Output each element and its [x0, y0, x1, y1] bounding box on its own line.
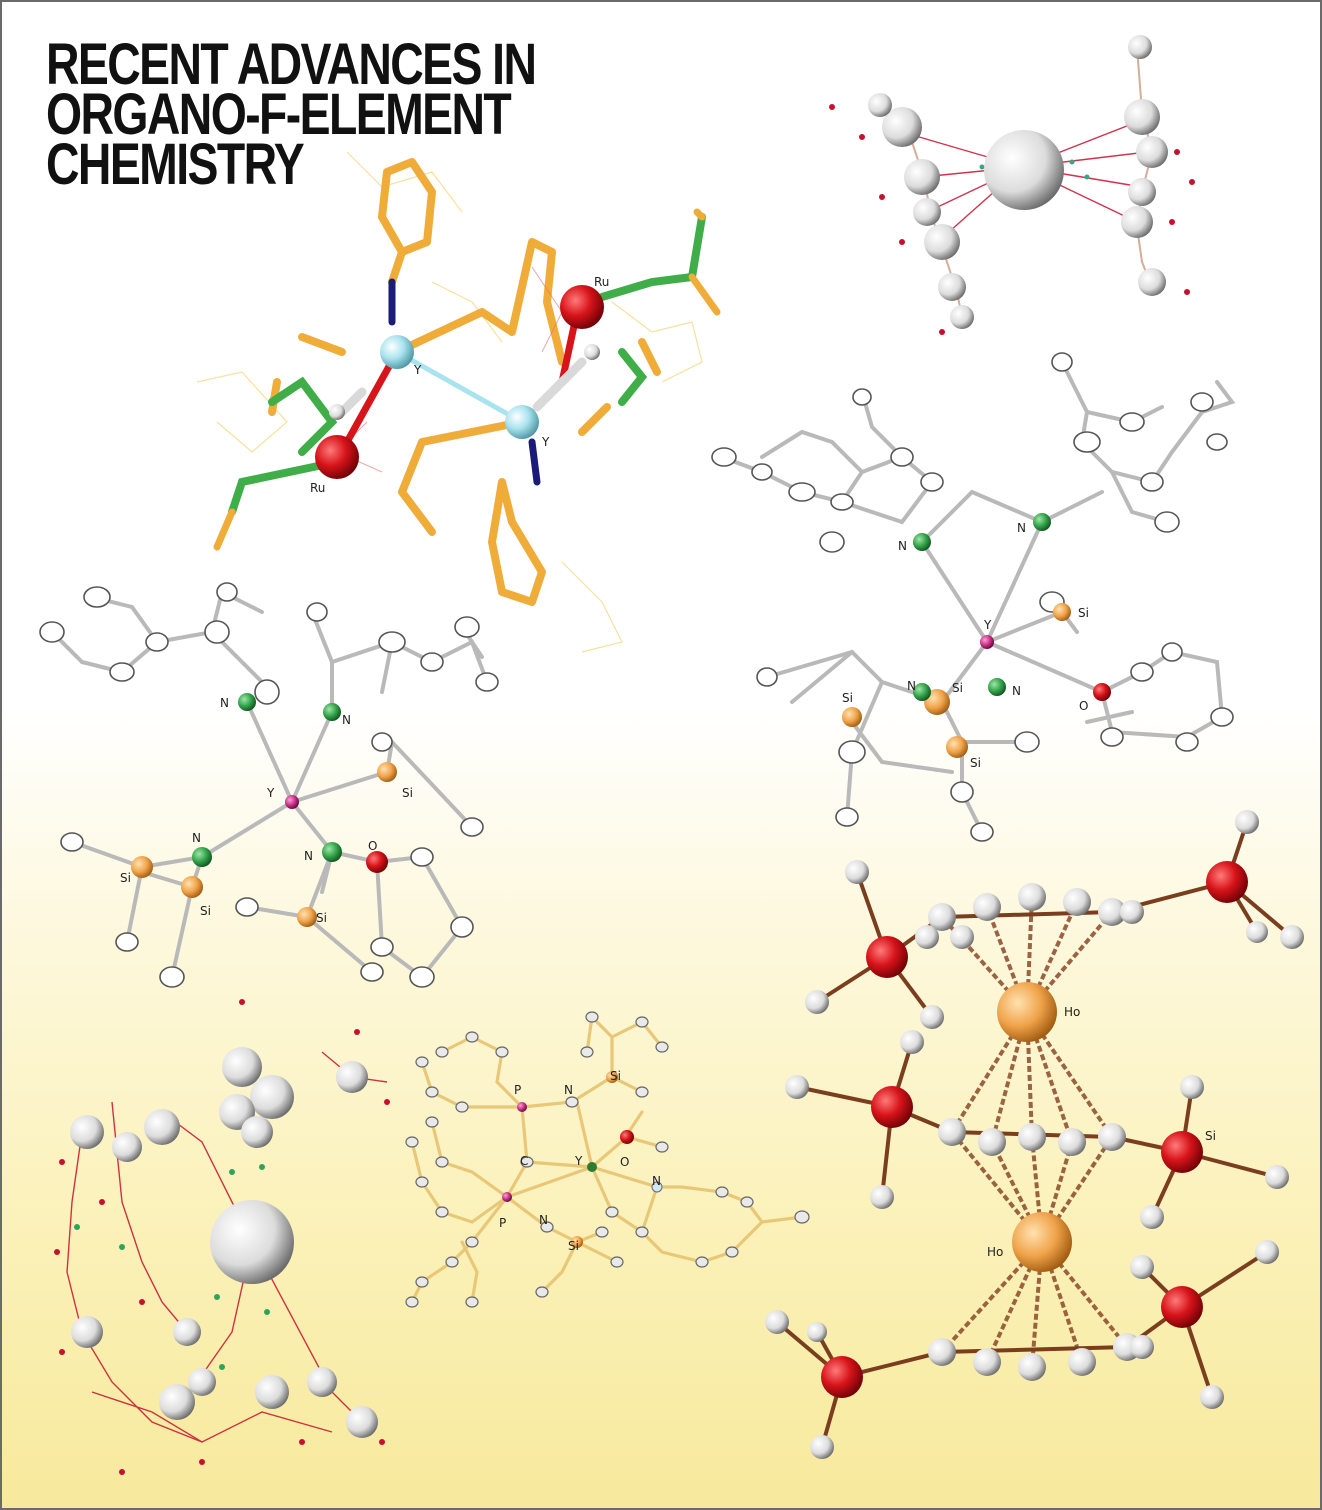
label-si-l4: Si — [316, 911, 327, 925]
label-si-c2: Si — [568, 1239, 579, 1253]
structure-sphere-bottom-left — [54, 999, 390, 1475]
label-si-r3: Si — [952, 681, 963, 695]
label-n-c3: N — [652, 1174, 661, 1188]
label-n-l3: N — [192, 831, 201, 845]
structure-sandwich-top-right — [829, 35, 1195, 335]
structure-y-ortep-left: N N Y Si N N O Si Si Si — [39, 582, 499, 988]
label-si-r1: Si — [1078, 606, 1089, 620]
label-si-l2: Si — [120, 871, 131, 885]
label-o-l: O — [368, 839, 377, 853]
label-si-l3: Si — [200, 904, 211, 918]
label-y-1: Y — [413, 363, 422, 377]
title-line-1: RECENT ADVANCES IN — [46, 32, 537, 97]
structure-ho-triple-decker: Ho Ho Si — [765, 810, 1304, 1459]
label-n-l1: N — [220, 696, 229, 710]
label-n-l4: N — [304, 849, 313, 863]
label-n-r3: N — [907, 679, 916, 693]
label-ho-2: Ho — [987, 1245, 1003, 1259]
label-p-2: P — [499, 1216, 506, 1230]
label-si-r4: Si — [970, 756, 981, 770]
label-n-r1: N — [898, 539, 907, 553]
label-si-r2: Si — [842, 691, 853, 705]
label-y-2: Y — [541, 435, 550, 449]
label-si-l1: Si — [402, 786, 413, 800]
label-ru-1: Ru — [594, 275, 609, 289]
label-si-h: Si — [1205, 1129, 1216, 1143]
label-n-l2: N — [342, 713, 351, 727]
cover-title: RECENT ADVANCES IN ORGANO-F-ELEMENT CHEM… — [46, 32, 537, 197]
label-y-r: Y — [983, 618, 992, 632]
label-y-c: Y — [574, 1154, 583, 1168]
label-c: C — [520, 1154, 528, 1168]
label-o-c: O — [620, 1155, 629, 1169]
label-y-l: Y — [266, 786, 275, 800]
label-n-r2: N — [1017, 521, 1026, 535]
label-n-c2: N — [539, 1213, 548, 1227]
structure-ru-y-dimer: Ru Ru Y Y — [196, 151, 721, 653]
structure-pcp-y-complex: P P N N C Y O N Si Si — [405, 1011, 810, 1308]
label-ho-1: Ho — [1064, 1005, 1080, 1019]
label-si-c1: Si — [610, 1069, 621, 1083]
label-p-1: P — [514, 1083, 521, 1097]
label-n-r4: N — [1012, 684, 1021, 698]
title-line-2: ORGANO-F-ELEMENT — [46, 82, 512, 147]
structure-y-ortep-right: N N Y Si Si Si Si N N O — [711, 352, 1236, 842]
label-n-c1: N — [564, 1083, 573, 1097]
label-ru-2: Ru — [310, 481, 325, 495]
label-o-r: O — [1079, 699, 1088, 713]
title-line-3: CHEMISTRY — [46, 132, 305, 197]
